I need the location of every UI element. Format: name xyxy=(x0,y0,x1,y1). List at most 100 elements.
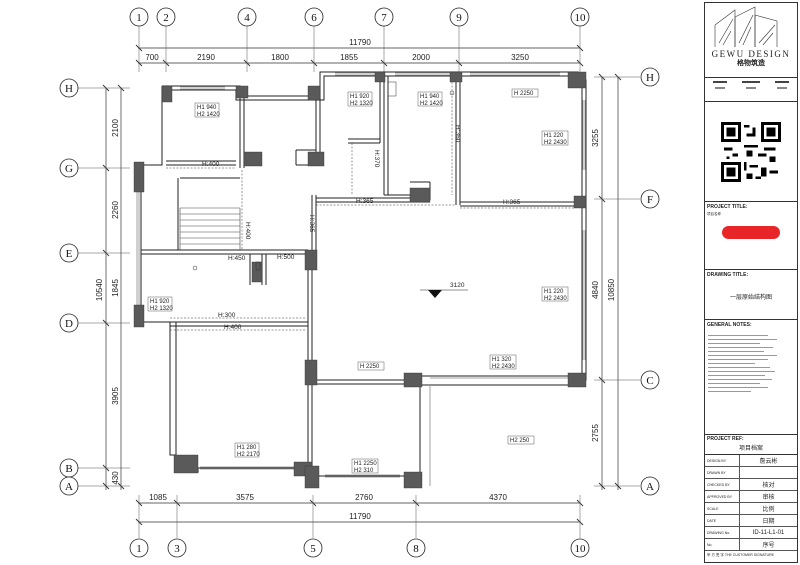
drawing-title: 一层原始结构图 xyxy=(729,295,772,301)
grid-left-d: D xyxy=(65,318,73,330)
dim-top-overall: 11790 xyxy=(349,38,371,47)
grid-left-a: A xyxy=(65,481,73,493)
grid-right-f: F xyxy=(647,194,653,206)
grid-left-e: E xyxy=(66,248,73,260)
grid-bottom-1: 1 xyxy=(136,543,142,555)
customer-signature: 甲 方 签 字 THE CUSTOMER SIGNATURE xyxy=(707,553,774,557)
beam-height: H:450 xyxy=(228,255,246,262)
dim-top-seg: 1855 xyxy=(340,53,358,62)
grid-bottom-3: 3 xyxy=(174,543,180,555)
logo-text-cn: 格物筑造 xyxy=(737,60,765,67)
general-notes-label: GENERAL NOTES: xyxy=(707,322,752,328)
dim-bottom-seg: 1085 xyxy=(149,493,167,502)
grid-top-6: 6 xyxy=(311,12,317,24)
project-title-label: PROJECT TITLE: xyxy=(707,204,748,210)
meta-section xyxy=(705,78,797,102)
dim-right-seg: 2755 xyxy=(591,424,600,442)
beam-height: H:300 xyxy=(218,312,236,319)
grid-left-g: G xyxy=(65,163,73,175)
project-title-section: PROJECT TITLE: 项目名称 xyxy=(705,202,797,270)
building-logo-icon xyxy=(714,6,778,47)
row-drawn-by: DRAWN BY xyxy=(705,467,797,479)
floor-level: 3120 xyxy=(450,282,465,289)
window-label-h2: H2 2430 xyxy=(492,364,515,370)
logo-text-en: GEWU DESIGN xyxy=(711,49,791,59)
grid-top-9: 9 xyxy=(456,12,462,24)
grid-top-4: 4 xyxy=(244,12,250,24)
grid-right-a: A xyxy=(646,481,654,493)
drain-icon xyxy=(449,90,455,96)
window-label-h2: H2 1420 xyxy=(420,101,443,107)
dim-left-seg: 2100 xyxy=(111,119,120,137)
project-name-redacted xyxy=(722,226,780,239)
grid-left-h: H xyxy=(65,83,73,95)
window-label-h1: H 2250 xyxy=(360,364,380,370)
window-label-h1: H1 280 xyxy=(237,445,257,451)
drawing-title-section: DRAWING TITLE: 一层原始结构图 xyxy=(705,270,797,320)
window-label-h2: H2 1320 xyxy=(350,101,373,107)
beam-height: H:400 xyxy=(224,324,242,331)
project-title-sub: 项目名称 xyxy=(707,212,721,216)
window-label-h2: H2 310 xyxy=(354,468,374,474)
beam-height: H:365 xyxy=(308,215,315,233)
dim-bottom-seg: 4370 xyxy=(489,493,507,502)
dim-left-seg: 1845 xyxy=(111,279,120,297)
grid-bottom-5: 5 xyxy=(310,543,316,555)
beam-height: H:360 xyxy=(454,125,461,143)
qr-section xyxy=(705,102,797,202)
window-label-h2: H2 2430 xyxy=(544,140,567,146)
window-label-h1: H1 940 xyxy=(197,105,217,111)
project-ref-section: PROJECT REF: 项目档案 xyxy=(705,435,797,455)
dim-left-seg: 3905 xyxy=(111,387,120,405)
general-notes-section: GENERAL NOTES: xyxy=(705,320,797,435)
grid-top-2: 2 xyxy=(163,12,169,24)
level-marker-icon xyxy=(420,289,468,298)
grid-top-7: 7 xyxy=(381,12,387,24)
window-label-h2: H2 1320 xyxy=(150,306,173,312)
project-ref-label: PROJECT REF: xyxy=(707,436,744,442)
beam-height: H:500 xyxy=(277,254,295,261)
dim-top-seg: 2000 xyxy=(412,53,430,62)
drain-icon xyxy=(192,265,198,271)
floor-plan-drawing: 1 2 4 6 7 9 10 1 3 5 8 10 H G E D B A H … xyxy=(59,7,660,558)
grid-top-1: 1 xyxy=(136,12,142,24)
window-label-h1: H2 250 xyxy=(510,438,530,444)
grid-bottom-10: 10 xyxy=(575,543,587,555)
beam-height: H:400 xyxy=(202,161,220,168)
row-no: No.序号 xyxy=(705,539,797,551)
row-drawing-no: DRAWING No.ID-11-L1-01 xyxy=(705,527,797,539)
window-label-h1: H1 220 xyxy=(544,133,564,139)
dim-bottom-seg: 3575 xyxy=(236,493,254,502)
grid-right-c: C xyxy=(646,375,653,387)
window-label-h1: H1 220 xyxy=(544,289,564,295)
window-label-h2: H2 2170 xyxy=(237,452,260,458)
dim-top-seg: 1800 xyxy=(271,53,289,62)
window-label-h1: H1 940 xyxy=(420,94,440,100)
beam-height: H:365 xyxy=(503,199,521,206)
grid-bottom-8: 8 xyxy=(413,543,419,555)
grid-left-b: B xyxy=(65,463,72,475)
grid-right-h: H xyxy=(646,72,654,84)
grid-top-10: 10 xyxy=(575,12,587,24)
dim-top-seg: 700 xyxy=(145,53,159,62)
beam-height: H:400 xyxy=(244,222,251,240)
window-label-h2: H2 1420 xyxy=(197,112,220,118)
dim-bottom-seg: 2760 xyxy=(355,493,373,502)
drawing-title-label: DRAWING TITLE: xyxy=(707,272,749,278)
logo-section: GEWU DESIGN 格物筑造 xyxy=(705,3,797,78)
window-label-h1: H1 920 xyxy=(150,299,170,305)
window-label-h1: H1 2250 xyxy=(354,461,377,467)
window-label-h1: H1 320 xyxy=(492,357,512,363)
dim-right-seg: 3255 xyxy=(591,129,600,147)
beam-height: H:365 xyxy=(356,198,374,205)
qr-code-icon xyxy=(721,121,781,182)
dim-right-seg: 4840 xyxy=(591,281,600,299)
dim-top-seg: 2190 xyxy=(197,53,215,62)
project-ref-value: 项目档案 xyxy=(738,446,763,452)
